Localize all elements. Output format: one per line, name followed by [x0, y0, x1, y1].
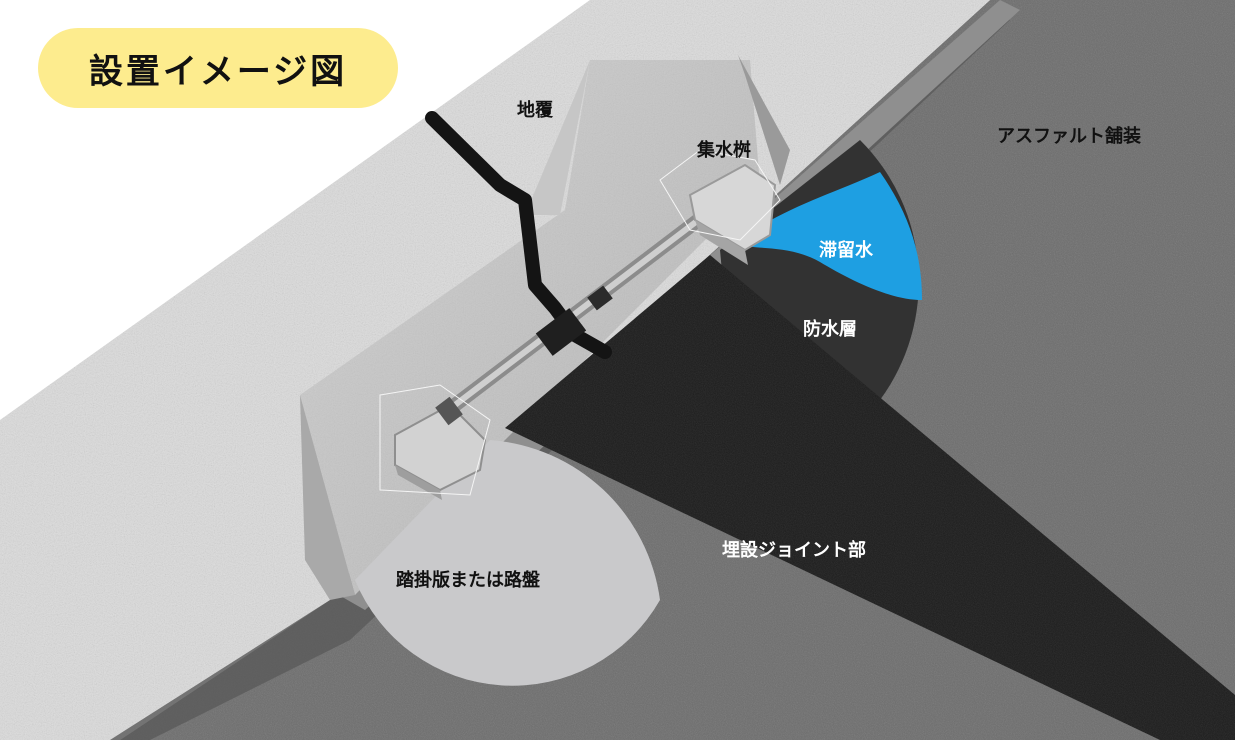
stagnant-water: [742, 172, 922, 300]
bracket-icon: [379, 384, 491, 500]
title-badge: 設置イメージ図: [38, 28, 398, 108]
drain-pipe-icon: [448, 208, 712, 412]
label-buried-joint: 埋設ジョイント部: [722, 540, 866, 561]
catch-basin-icon: [659, 149, 781, 265]
label-stagnant-water: 滞留水: [819, 240, 873, 261]
label-waterproof-layer: 防水層: [803, 319, 857, 340]
label-catch-basin: 集水桝: [697, 140, 751, 161]
label-cover: 地覆: [517, 100, 553, 121]
buried-joint: [505, 255, 1235, 740]
approach-slab: [355, 440, 660, 686]
label-asphalt: アスファルト舗装: [997, 126, 1141, 147]
label-approach-slab: 踏掛版または路盤: [396, 570, 540, 591]
page-title: 設置イメージ図: [88, 51, 348, 92]
